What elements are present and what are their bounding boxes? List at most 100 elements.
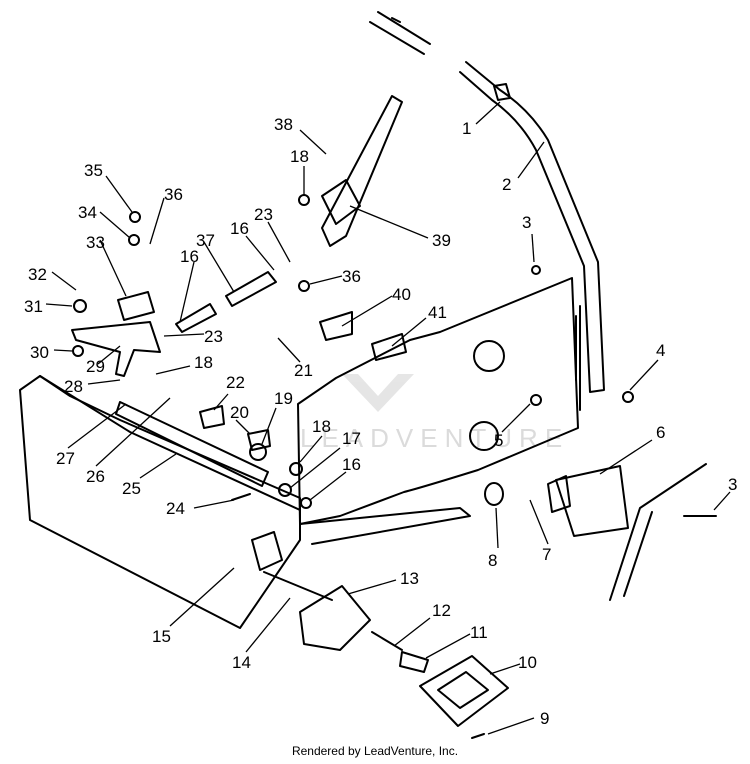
callout-28: 28 bbox=[64, 377, 83, 396]
leader-10 bbox=[489, 663, 521, 675]
leader-23b bbox=[163, 333, 205, 337]
callout-22: 22 bbox=[226, 373, 245, 392]
handle-tube bbox=[459, 61, 605, 393]
plate-slot bbox=[575, 305, 581, 411]
callout-39: 39 bbox=[432, 231, 451, 250]
leader-5 bbox=[501, 403, 531, 433]
bushing-19 bbox=[249, 443, 267, 461]
callout-24: 24 bbox=[166, 499, 185, 518]
leader-38 bbox=[299, 129, 327, 155]
leader-3b bbox=[713, 491, 731, 511]
leader-2 bbox=[517, 141, 545, 179]
leader-1 bbox=[475, 101, 501, 125]
callout-19: 19 bbox=[274, 389, 293, 408]
bolt-9 bbox=[471, 733, 485, 739]
pivot-arm bbox=[71, 321, 161, 377]
callout-16-top: 16 bbox=[230, 219, 249, 238]
callout-21: 21 bbox=[294, 361, 313, 380]
callout-36-right: 36 bbox=[342, 267, 361, 286]
bolt-5 bbox=[530, 394, 542, 406]
leader-20 bbox=[235, 419, 251, 435]
callout-3-top: 3 bbox=[522, 213, 531, 232]
leader-8 bbox=[495, 507, 499, 549]
shifter-mount bbox=[251, 531, 283, 571]
leader-27 bbox=[67, 403, 127, 449]
bracket-flange bbox=[547, 475, 571, 513]
plate-hole-2 bbox=[469, 421, 499, 451]
cover-plate bbox=[419, 655, 509, 727]
link-rod-37 bbox=[225, 271, 277, 307]
callout-13: 13 bbox=[400, 569, 419, 588]
clip-22 bbox=[199, 405, 225, 429]
callout-40: 40 bbox=[392, 285, 411, 304]
leader-6 bbox=[599, 439, 653, 475]
washer-34 bbox=[128, 234, 140, 246]
washer-17 bbox=[278, 483, 292, 497]
leader-16b bbox=[245, 235, 275, 271]
callout-23-left: 23 bbox=[204, 327, 223, 346]
leader-34 bbox=[99, 211, 131, 239]
callout-12: 12 bbox=[432, 601, 451, 620]
washer-18-lower bbox=[289, 462, 303, 476]
callout-1: 1 bbox=[462, 119, 471, 138]
leader-30 bbox=[53, 349, 73, 352]
callout-25: 25 bbox=[122, 479, 141, 498]
leader-36a bbox=[149, 197, 165, 245]
callout-41: 41 bbox=[428, 303, 447, 322]
control-lever bbox=[321, 95, 403, 247]
callout-32: 32 bbox=[28, 265, 47, 284]
handle-clamp bbox=[493, 83, 511, 101]
leader-23a bbox=[267, 221, 291, 263]
callout-15: 15 bbox=[152, 627, 171, 646]
nut-4 bbox=[622, 391, 634, 403]
callout-27: 27 bbox=[56, 449, 75, 468]
leader-39 bbox=[349, 205, 429, 239]
leader-13 bbox=[347, 579, 397, 595]
leader-19 bbox=[261, 407, 277, 445]
callout-29: 29 bbox=[86, 357, 105, 376]
leader-35 bbox=[105, 175, 133, 213]
callout-37: 37 bbox=[196, 231, 215, 250]
callout-26: 26 bbox=[86, 467, 105, 486]
leader-22 bbox=[213, 393, 229, 411]
bolt-24 bbox=[231, 493, 251, 501]
nut-31 bbox=[73, 299, 87, 313]
leader-7 bbox=[529, 499, 549, 545]
callout-11: 11 bbox=[470, 623, 488, 642]
leader-14 bbox=[245, 597, 291, 653]
callout-36-left: 36 bbox=[164, 185, 183, 204]
callout-10: 10 bbox=[518, 653, 537, 672]
callout-7: 7 bbox=[542, 545, 551, 564]
leader-18b bbox=[155, 365, 191, 375]
lever-pivot bbox=[321, 179, 361, 225]
callout-34: 34 bbox=[78, 203, 97, 222]
nut-18-upper bbox=[298, 194, 310, 206]
callout-8: 8 bbox=[488, 551, 497, 570]
footer-credit: Rendered by LeadVenture, Inc. bbox=[291, 744, 459, 758]
callout-5: 5 bbox=[494, 431, 503, 450]
leader-24 bbox=[193, 499, 235, 509]
base-top-edge bbox=[39, 375, 301, 511]
leader-17 bbox=[289, 447, 341, 489]
shift-rod bbox=[263, 571, 403, 651]
leader-41 bbox=[391, 317, 427, 347]
bracket-plate bbox=[555, 465, 629, 537]
base-lower-plate bbox=[299, 507, 471, 545]
leader-28 bbox=[87, 379, 121, 385]
nut-35 bbox=[129, 211, 141, 223]
watermark-logo bbox=[342, 374, 414, 412]
callout-30: 30 bbox=[30, 343, 49, 362]
leader-12 bbox=[393, 617, 431, 647]
callout-4: 4 bbox=[656, 341, 665, 360]
watermark-text: LEADVENTURE bbox=[300, 423, 569, 453]
callout-20: 20 bbox=[230, 403, 249, 422]
callout-18-left: 18 bbox=[194, 353, 213, 372]
callout-3-right: 3 bbox=[728, 475, 737, 494]
callout-38: 38 bbox=[274, 115, 293, 134]
knob bbox=[484, 482, 504, 506]
bracket-40 bbox=[319, 311, 353, 341]
leader-15 bbox=[169, 567, 235, 627]
leader-37 bbox=[203, 241, 235, 293]
base-frame bbox=[19, 375, 301, 629]
washer-30 bbox=[72, 345, 84, 357]
